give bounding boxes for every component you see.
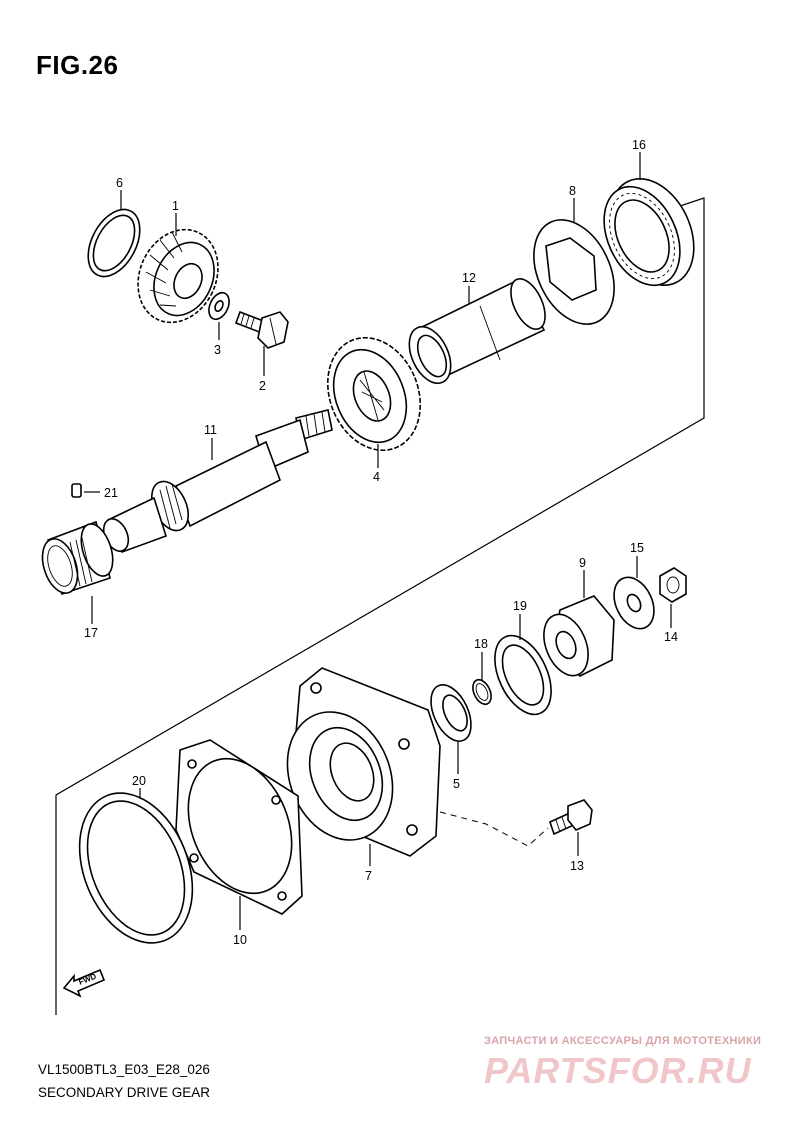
callout-9: 9 — [579, 556, 586, 570]
part-20-large-o-ring[interactable] — [59, 776, 214, 960]
watermark-logo: PARTSFOR.RU — [484, 1050, 752, 1091]
part-19-oil-seal[interactable] — [483, 627, 562, 723]
part-9-coupling[interactable] — [535, 595, 615, 682]
callout-numbers: 6 1 3 2 8 16 12 4 11 21 17 15 14 9 19 18… — [84, 138, 678, 947]
watermark-tagline: ЗАПЧАСТИ И АКСЕССУАРЫ ДЛЯ МОТОТЕХНИКИ — [484, 1035, 762, 1047]
callout-7: 7 — [365, 869, 372, 883]
leader-lines — [84, 152, 672, 930]
part-1-bevel-gear[interactable] — [123, 216, 232, 335]
callout-6: 6 — [116, 176, 123, 190]
callout-15: 15 — [630, 541, 644, 555]
part-21-dowel-pin[interactable] — [71, 483, 82, 498]
part-2-bolt[interactable] — [234, 310, 289, 349]
part-14-nut[interactable] — [659, 567, 687, 603]
callout-17: 17 — [84, 626, 98, 640]
callout-10: 10 — [233, 933, 247, 947]
part-12-sleeve[interactable] — [401, 274, 552, 390]
callout-12: 12 — [462, 271, 476, 285]
callout-20: 20 — [132, 774, 146, 788]
part-17-needle-bearing[interactable] — [36, 520, 119, 598]
callout-8: 8 — [569, 184, 576, 198]
bolt-13-leader — [439, 811, 549, 847]
callout-5: 5 — [453, 777, 460, 791]
callout-21: 21 — [104, 486, 118, 500]
part-13-bolt[interactable] — [549, 799, 593, 836]
callout-2: 2 — [259, 379, 266, 393]
part-16-bearing[interactable] — [589, 165, 710, 299]
model-code: VL1500BTL3_E03_E28_026 — [38, 1062, 210, 1077]
callout-16: 16 — [632, 138, 646, 152]
part-18-o-ring[interactable] — [469, 677, 494, 707]
callout-4: 4 — [373, 470, 380, 484]
callout-11: 11 — [204, 423, 217, 437]
part-4-driven-gear[interactable] — [311, 324, 436, 465]
callout-13: 13 — [570, 859, 584, 873]
figure-title: FIG.26 — [36, 50, 119, 80]
part-6-o-ring[interactable] — [78, 201, 151, 285]
part-8-hex-spacer[interactable] — [518, 207, 630, 337]
callout-3: 3 — [214, 343, 221, 357]
callout-19: 19 — [513, 599, 527, 613]
fwd-arrow-icon: FWD — [62, 968, 106, 998]
callout-14: 14 — [664, 630, 678, 644]
part-7-bearing-housing[interactable] — [269, 667, 441, 857]
section-name: SECONDARY DRIVE GEAR — [38, 1085, 211, 1100]
part-15-washer[interactable] — [606, 571, 661, 635]
part-3-washer[interactable] — [205, 290, 233, 323]
callout-1: 1 — [172, 199, 179, 213]
part-5-spacer[interactable] — [423, 679, 479, 748]
part-11-drive-shaft[interactable] — [99, 409, 333, 555]
callout-18: 18 — [474, 637, 488, 651]
part-10-gasket[interactable] — [169, 739, 310, 915]
